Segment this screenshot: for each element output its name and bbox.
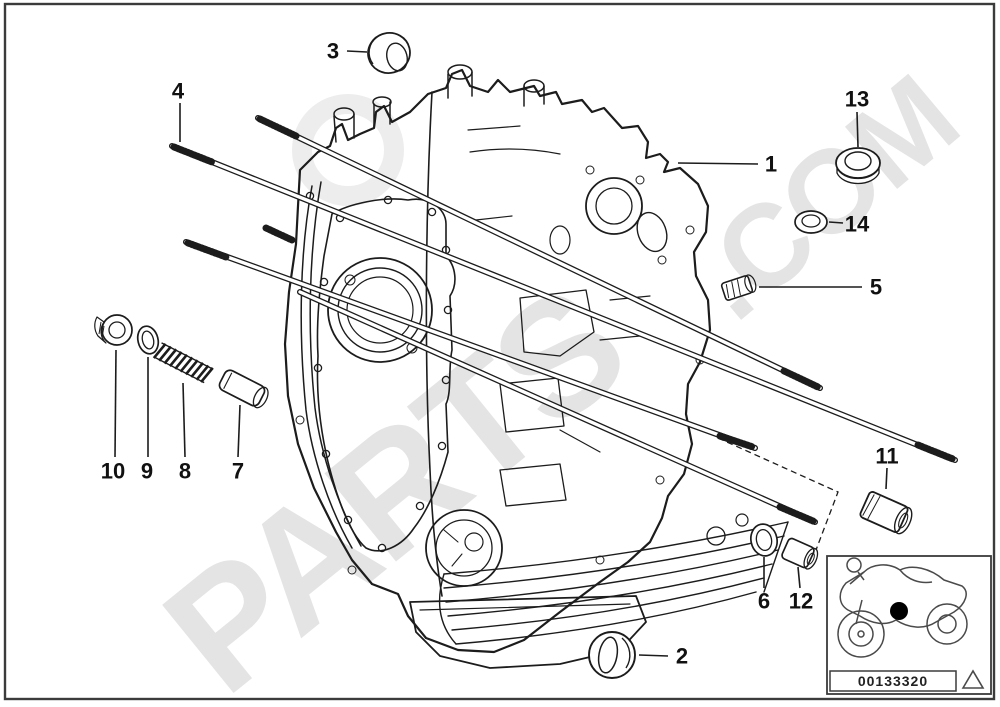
callout-label-3: 3 xyxy=(327,39,339,64)
leader-line-13 xyxy=(856,111,859,148)
leader-line-2 xyxy=(638,654,669,657)
watermark-text-suffix: .COM xyxy=(667,51,982,345)
leader-line-11 xyxy=(885,467,888,490)
engine-crankcase-drawing xyxy=(283,64,789,669)
part-6-seal-ring xyxy=(750,523,778,557)
page-border xyxy=(3,2,996,701)
watermark-ring xyxy=(292,94,404,206)
callout-label-5: 5 xyxy=(870,275,882,300)
part-11-bushing xyxy=(859,491,913,535)
callout-labels: 3 4 13 1 14 5 10 9 8 7 11 6 12 2 xyxy=(101,39,899,669)
callout-label-14: 14 xyxy=(845,212,870,237)
part-2-plug xyxy=(588,631,636,679)
part-9-oring xyxy=(136,325,160,355)
callout-label-9: 9 xyxy=(141,459,153,484)
part-number-box xyxy=(829,670,957,692)
part-8-spring xyxy=(152,342,214,384)
callout-label-1: 1 xyxy=(765,152,777,177)
leader-line-3 xyxy=(346,50,368,53)
stud-middle xyxy=(183,239,758,451)
stud-lower xyxy=(262,224,818,525)
callout-label-12: 12 xyxy=(789,589,813,614)
leader-line-7 xyxy=(237,404,241,458)
callout-label-4: 4 xyxy=(172,79,185,104)
callout-label-6: 6 xyxy=(758,589,770,614)
part-3-plug xyxy=(367,32,411,74)
thumbnail-box: 00133320 xyxy=(826,555,992,695)
callout-label-2: 2 xyxy=(676,644,688,669)
part-10-plug xyxy=(94,314,133,346)
dashed-bracket xyxy=(717,437,839,551)
part-7-piston xyxy=(218,369,269,409)
leader-line-10 xyxy=(114,349,117,458)
callout-label-13: 13 xyxy=(845,87,869,112)
motorcycle-icon xyxy=(837,557,968,658)
location-dot xyxy=(890,602,908,620)
stud-long xyxy=(169,143,958,463)
callout-label-7: 7 xyxy=(232,459,244,484)
mounting-studs xyxy=(169,115,958,525)
callout-label-10: 10 xyxy=(101,459,125,484)
callout-label-8: 8 xyxy=(179,459,191,484)
stud-top xyxy=(255,115,823,391)
small-parts xyxy=(94,32,913,679)
leader-line-8 xyxy=(182,382,186,458)
part-13-washer xyxy=(835,147,881,185)
leader-line-14 xyxy=(828,221,844,224)
leader-line-1 xyxy=(677,162,759,165)
triangle-icon xyxy=(961,669,985,689)
part-5-dowel xyxy=(720,274,757,301)
part-number: 00133320 xyxy=(858,673,928,689)
part-12-sleeve xyxy=(781,537,819,570)
callout-label-11: 11 xyxy=(875,444,898,469)
part-14-ring xyxy=(794,210,828,234)
watermark-text-main: PARTS xyxy=(131,253,656,707)
callout-leader-lines xyxy=(114,50,888,657)
leader-line-12 xyxy=(797,566,801,589)
